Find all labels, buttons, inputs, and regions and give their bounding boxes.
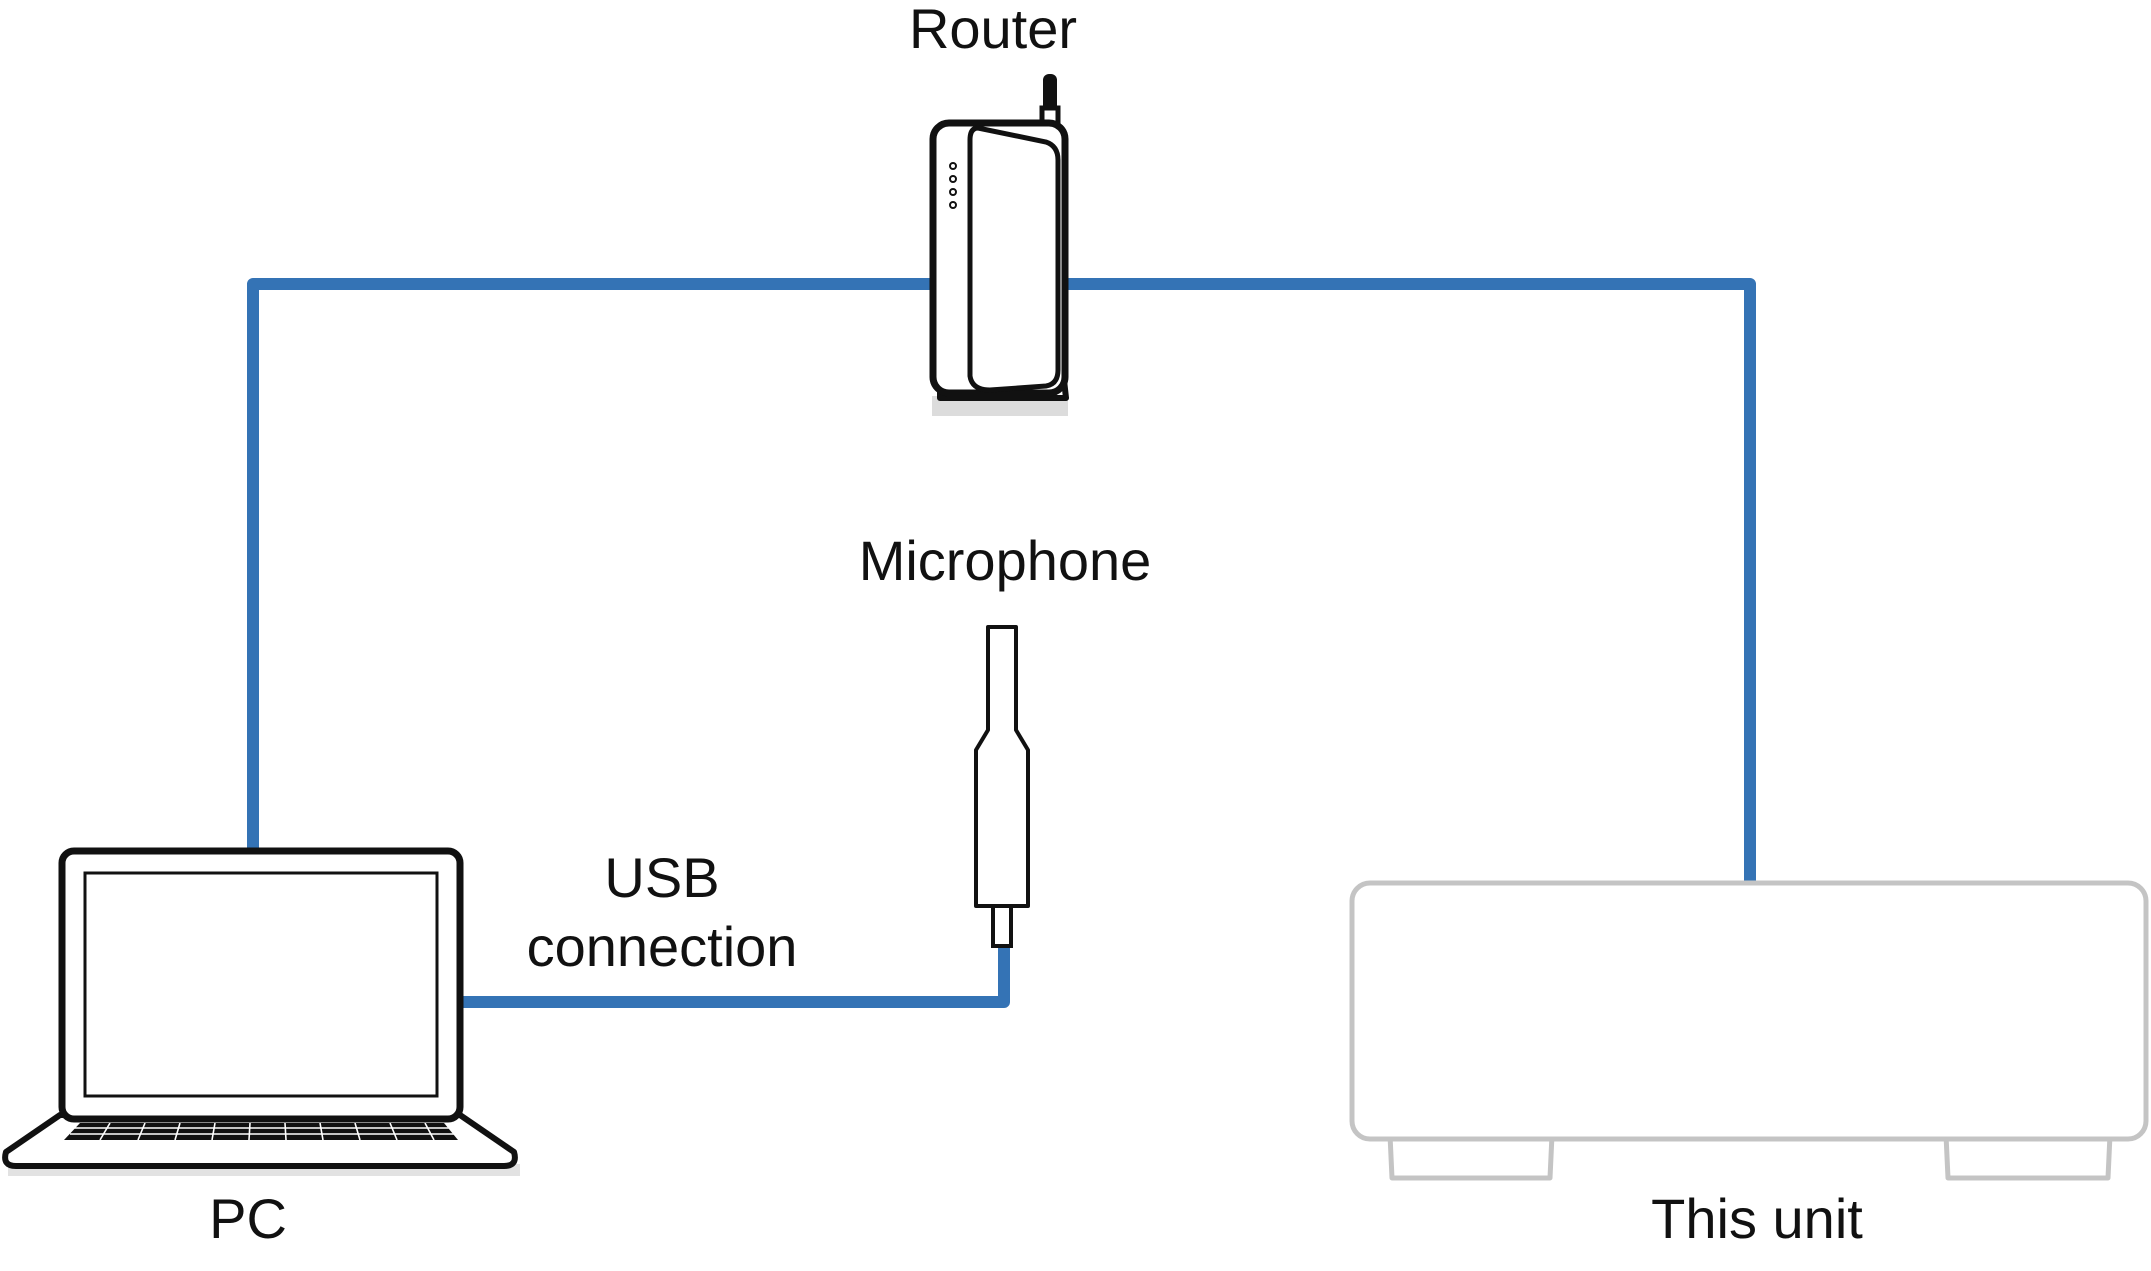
laptop-screen bbox=[83, 871, 439, 1098]
microphone-label: Microphone bbox=[859, 529, 1152, 592]
microphone-body bbox=[974, 625, 1030, 908]
router-led bbox=[949, 175, 957, 183]
unit-body bbox=[1349, 880, 2149, 1142]
router-icon bbox=[929, 74, 1069, 416]
laptop-icon bbox=[2, 847, 520, 1176]
cables bbox=[247, 278, 1756, 1008]
unit-icon bbox=[1349, 880, 2149, 1181]
microphone-icon bbox=[974, 625, 1030, 948]
usb-label-line1: USB bbox=[604, 846, 719, 909]
laptop-keyboard bbox=[64, 1123, 458, 1140]
router-led bbox=[949, 201, 957, 209]
router-led bbox=[949, 162, 957, 170]
cable-pc-router bbox=[247, 278, 940, 850]
cable-router-unit bbox=[1060, 278, 1756, 882]
this-unit-label: This unit bbox=[1651, 1187, 1863, 1250]
router-led bbox=[949, 188, 957, 196]
laptop-base bbox=[2, 1112, 518, 1169]
usb-label-line2: connection bbox=[527, 915, 798, 978]
microphone-connector bbox=[991, 904, 1013, 948]
cable-usb bbox=[462, 944, 1010, 1008]
router-label: Router bbox=[909, 0, 1077, 60]
pc-label: PC bbox=[209, 1187, 287, 1250]
labels: Router Microphone USB connection PC This… bbox=[209, 0, 1863, 1250]
